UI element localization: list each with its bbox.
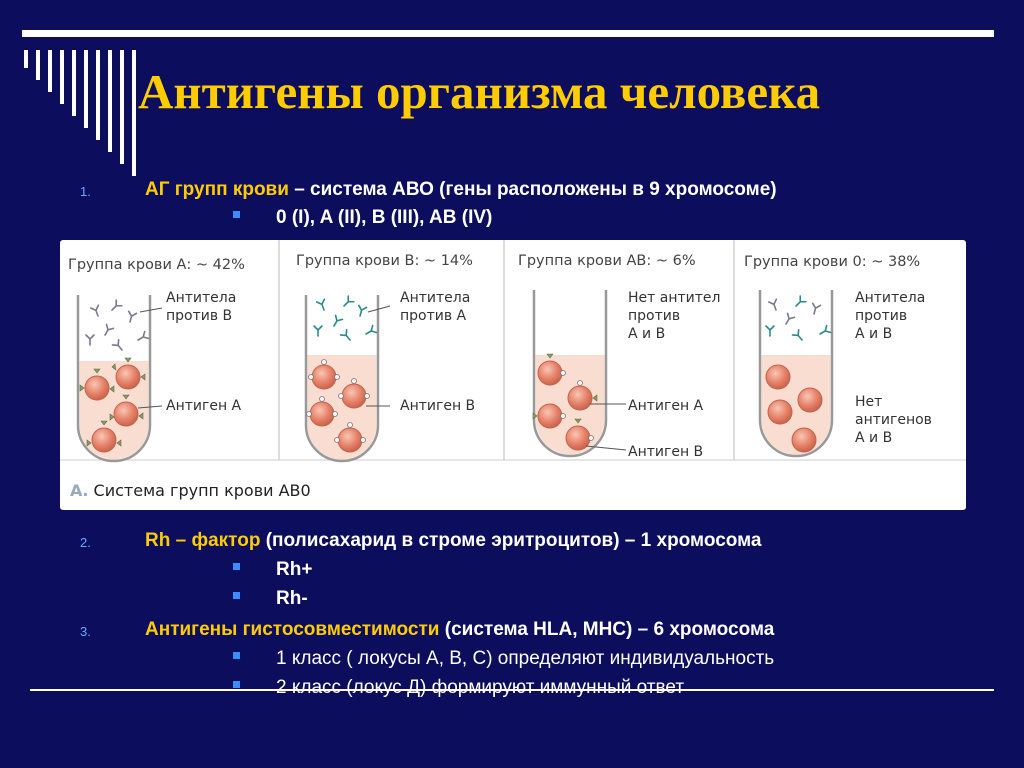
item-highlight: АГ групп крови [145, 179, 289, 200]
tube-0-top-label-3: А и В [855, 326, 892, 342]
item-text: – система АВО (гены расположены в 9 хром… [288, 179, 777, 200]
bullet-icon [233, 211, 240, 218]
item-text: (система HLA, MHC) – 6 хромосома [439, 619, 775, 640]
sub-item-rh-plus: Rh+ [276, 559, 313, 580]
tube-ab-top-label-3: А и В [628, 326, 665, 342]
tube-a-header: Группа крови А: ~ 42% [68, 257, 245, 273]
bullet-icon [233, 652, 240, 659]
tube-a-bottom-label: Антиген А [166, 398, 242, 414]
blood-groups-figure: Группа крови А: ~ 42% Группа крови В: ~ … [60, 240, 966, 510]
tube-0-top-label-2: против [855, 308, 907, 324]
bar [120, 50, 124, 164]
tube-0-header: Группа крови 0: ~ 38% [744, 254, 920, 270]
list-item-rh: Rh – фактор (полисахарид в строме эритро… [145, 529, 761, 553]
figure-caption-text: Система групп крови АВ0 [88, 481, 310, 500]
sub-item-class-2: 2 класс (локус Д) формируют иммунный отв… [276, 677, 685, 698]
tube-a-top-label-2: против В [166, 308, 232, 324]
tube-0-top-label-1: Антитела [855, 290, 925, 306]
item-number: 2. [80, 535, 91, 550]
bar [24, 50, 28, 68]
item-highlight: Rh – фактор [145, 530, 261, 551]
tube-ab-bottom-label-2: Антиген В [628, 444, 703, 460]
tube-ab-top-label-2: против [628, 308, 680, 324]
bullet-icon [233, 592, 240, 599]
slide-title: Антигены организма человека [138, 64, 821, 119]
bar [72, 50, 76, 116]
bullet-icon [233, 563, 240, 570]
bullet-icon [233, 681, 240, 688]
tube-b [304, 295, 391, 463]
bar [60, 50, 64, 104]
bar [108, 50, 112, 152]
tube-ab-bottom-label-1: Антиген А [628, 398, 704, 414]
list-item-hla: Антигены гистосовместимости (система HLA… [145, 618, 774, 642]
tube-ab [532, 290, 627, 458]
bottom-rule [30, 689, 994, 691]
tube-ab-top-label-1: Нет антител [628, 290, 720, 306]
tube-b-header: Группа крови В: ~ 14% [296, 253, 473, 269]
tube-b-top-label-2: против А [400, 308, 467, 324]
tube-0-bottom-label-2: антигенов [855, 412, 932, 428]
tube-b-top-label-1: Антитела [400, 290, 470, 306]
tube-a-top-label-1: Антитела [166, 290, 236, 306]
tube-b-bottom-label: Антиген В [400, 398, 475, 414]
bar [132, 50, 136, 176]
item-text: (полисахарид в строме эритроцитов) – 1 х… [260, 530, 762, 551]
figure-caption-letter: А. [70, 481, 88, 500]
sub-item-class-1: 1 класс ( локусы А, В, С) определяют инд… [276, 648, 775, 669]
figure-caption: А. Система групп крови АВ0 [70, 481, 311, 500]
item-highlight: Антигены гистосовместимости [145, 619, 440, 640]
bar [48, 50, 52, 92]
tube-0-bottom-label-1: Нет [855, 394, 882, 410]
item-number: 3. [80, 624, 91, 639]
tube-0-bottom-label-3: А и В [855, 430, 892, 446]
tube-a [76, 295, 163, 463]
top-rule [22, 30, 994, 37]
bar [84, 50, 88, 128]
tube-ab-header: Группа крови АВ: ~ 6% [518, 253, 696, 269]
sub-item-groups: 0 (I), A (II), B (III), AB (IV) [276, 207, 493, 228]
sub-item-rh-minus: Rh- [276, 588, 308, 609]
bar [36, 50, 40, 80]
item-number: 1. [80, 184, 91, 199]
blood-groups-illustration: Группа крови А: ~ 42% Группа крови В: ~ … [60, 240, 966, 500]
bar [96, 50, 100, 140]
tube-0 [758, 290, 834, 458]
list-item-abo: АГ групп крови – система АВО (гены распо… [145, 178, 777, 202]
